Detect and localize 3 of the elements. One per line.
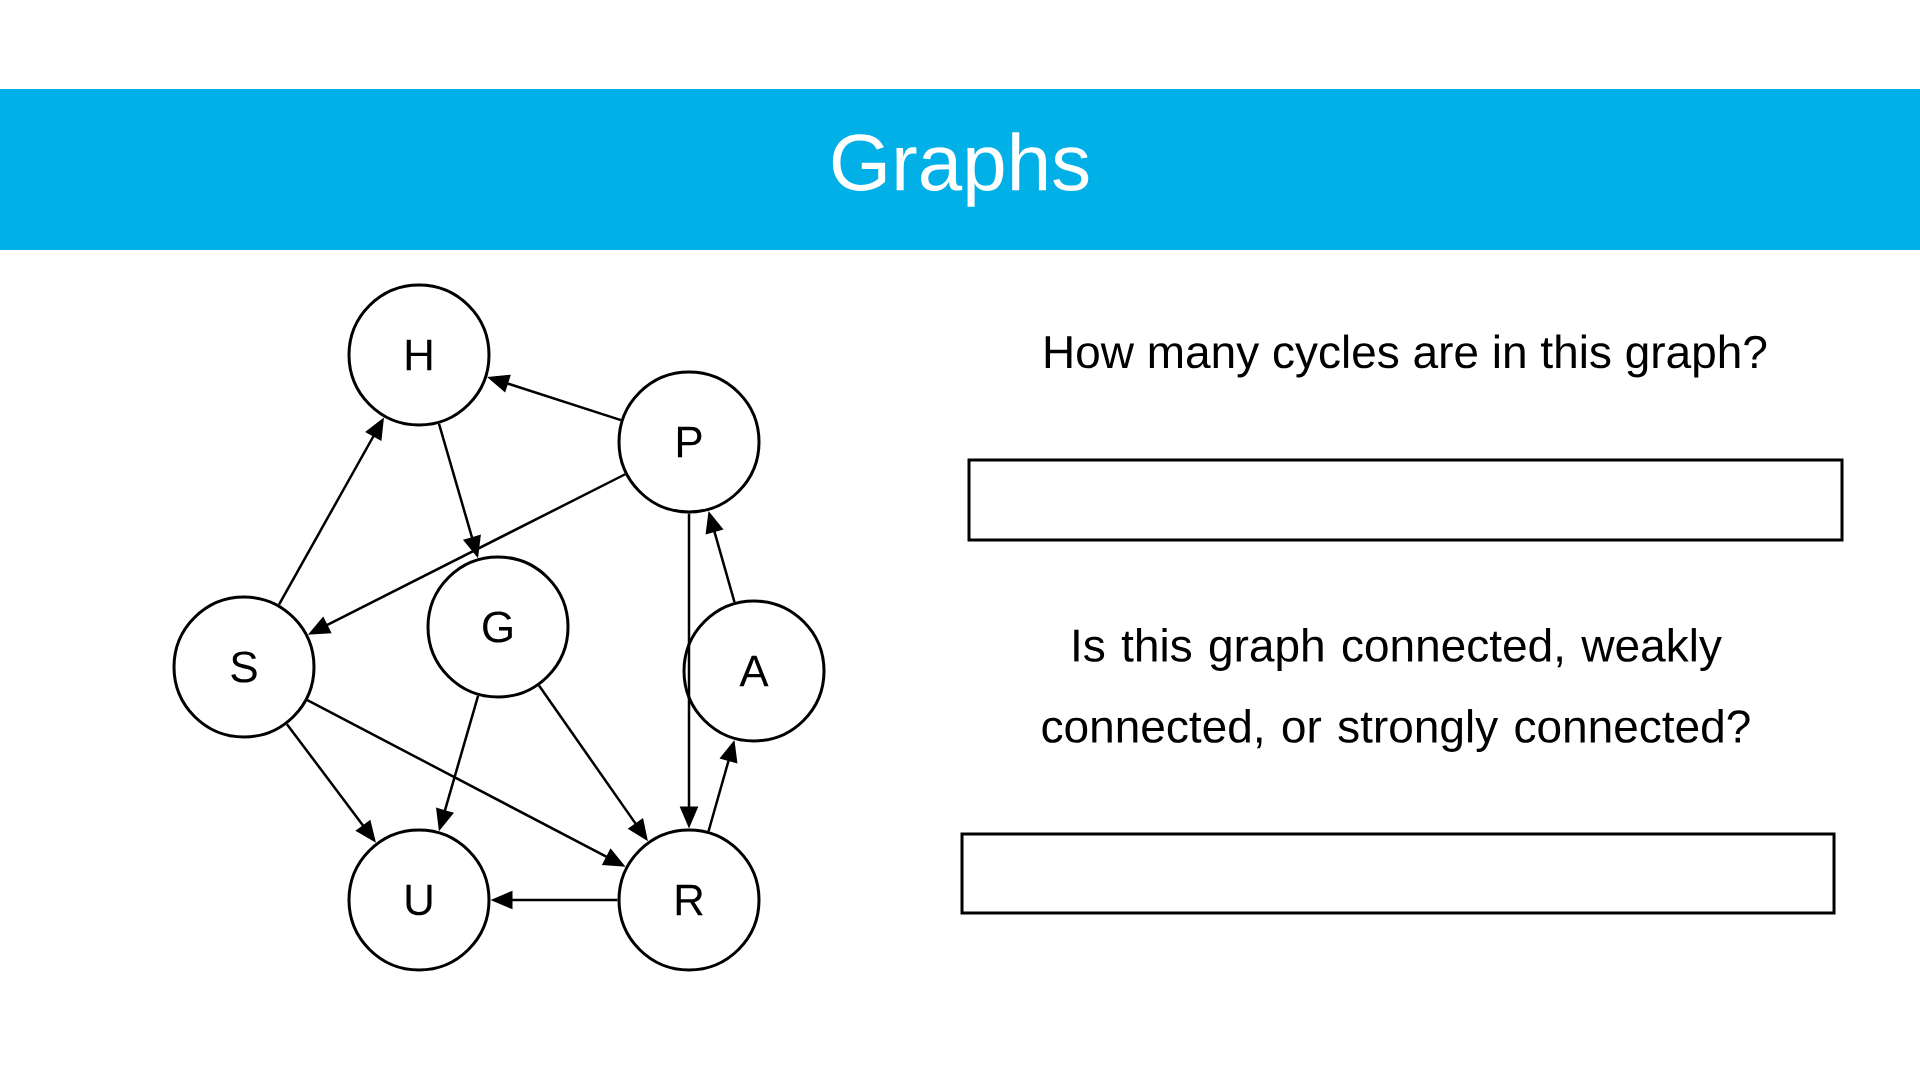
question-text: Is this graph connected, weakly connected, or strongly connected? (1042, 628, 1750, 752)
question-text: How many cycles are in this graph? (1045, 334, 1767, 378)
title-banner: Graphs (0, 89, 1920, 250)
